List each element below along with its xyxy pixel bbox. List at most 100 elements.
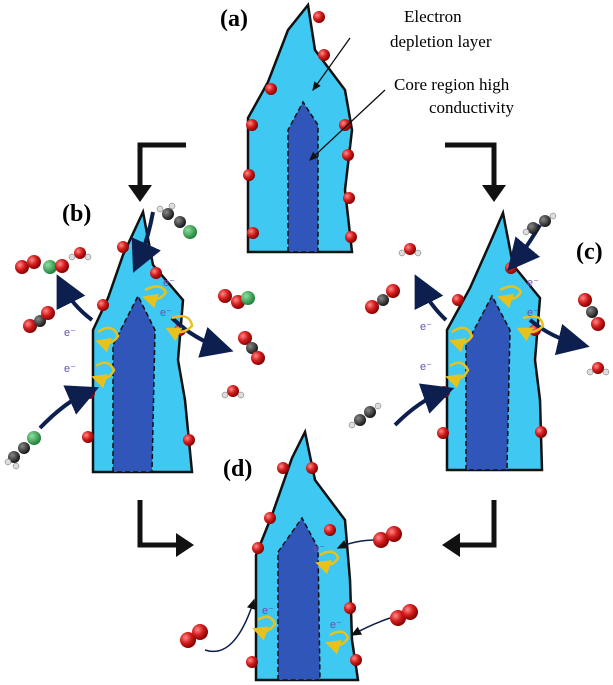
oxygen-ion <box>350 654 362 666</box>
electron-label: e⁻ <box>330 619 342 631</box>
electron-curl-arrow <box>252 615 277 641</box>
nanorod-core-a <box>287 100 319 253</box>
electron-curls <box>91 285 194 389</box>
electron-curl-arrow <box>445 361 470 389</box>
panel-d: e⁻ e⁻ e⁻ (d) <box>180 428 418 682</box>
electron-curl-arrow <box>91 361 116 389</box>
oxygen-ion <box>505 262 517 274</box>
depletion-label-line2: depletion layer <box>390 32 492 51</box>
electron-label: e⁻ <box>64 363 76 375</box>
hydrocarbon-molecule <box>522 212 557 236</box>
nanorod-core-d <box>277 516 321 681</box>
oxygen-ion <box>339 119 351 131</box>
reaction-arrow <box>204 598 256 653</box>
h2o-molecule <box>68 247 92 261</box>
electron-curl-arrow <box>497 285 523 309</box>
label-c: (c) <box>576 239 603 265</box>
depletion-label-line1: Electron <box>404 7 462 26</box>
reaction-arrow <box>336 539 377 549</box>
oxygen-ion <box>265 83 277 95</box>
hydrocarbon-molecule <box>156 202 197 239</box>
reaction-arrows <box>393 223 590 427</box>
nitrogen-oxide-molecule <box>43 259 69 274</box>
electron-label: e⁻ <box>527 277 539 289</box>
electron-curls <box>252 550 350 655</box>
o2-molecule <box>218 289 245 309</box>
panel-b: e⁻ e⁻ e⁻ e⁻ <box>4 201 265 474</box>
reaction-arrows <box>38 211 234 430</box>
electron-curl-arrow <box>449 326 474 353</box>
oxygen-ion <box>264 512 276 524</box>
oxygen-ion <box>150 267 162 279</box>
oxygen-ion <box>117 241 129 253</box>
core-label-line2: conductivity <box>429 98 514 117</box>
electron-curl-arrow <box>165 315 194 342</box>
co2-molecule <box>238 331 265 365</box>
oxygen-ion <box>183 434 195 446</box>
depletion-pointer <box>312 37 351 92</box>
hydrocarbon-molecule <box>348 402 382 429</box>
adsorbed-oxygen-group <box>246 462 362 668</box>
label-d: (d) <box>223 456 252 482</box>
oxygen-ion <box>342 149 354 161</box>
oxygen-ion <box>437 427 449 439</box>
oxygen-ion <box>246 656 258 668</box>
arrow-c-to-d <box>456 500 497 548</box>
h2o-molecule <box>398 243 422 257</box>
electron-curl-arrow <box>142 285 168 309</box>
panel-c: e⁻ e⁻ e⁻ e⁻ (c) <box>348 208 610 472</box>
h2o-molecule <box>221 385 245 399</box>
co-molecule <box>365 284 400 314</box>
electron-curl-arrow <box>516 315 545 342</box>
electron-label: e⁻ <box>262 605 274 617</box>
nitrogen-oxide-molecule <box>241 291 255 305</box>
o2-molecule <box>15 255 41 274</box>
oxygen-ion <box>318 49 330 61</box>
oxygen-ion <box>247 227 259 239</box>
oxygen-ion <box>252 542 264 554</box>
reaction-arrow <box>350 617 391 636</box>
electron-label: e⁻ <box>313 543 325 555</box>
reaction-arrow <box>414 274 448 322</box>
h2o-molecule <box>586 362 610 376</box>
oxygen-ion <box>343 192 355 204</box>
electron-label: e⁻ <box>420 361 432 373</box>
electron-curl-arrow <box>315 550 340 575</box>
co-molecule <box>23 306 55 333</box>
oxygen-ion <box>306 462 318 474</box>
hydrocarbon-molecule <box>4 431 41 470</box>
co2-molecule <box>578 293 605 331</box>
o2-molecule <box>373 526 402 548</box>
oxygen-ion <box>243 169 255 181</box>
oxygen-ion <box>344 602 356 614</box>
oxygen-ion <box>246 119 258 131</box>
oxygen-ion <box>277 462 289 474</box>
core-label-line1: Core region high <box>394 75 510 94</box>
reaction-arrow <box>131 211 161 273</box>
electron-curl-arrow <box>95 326 120 353</box>
adsorbed-oxygen-group <box>243 11 357 243</box>
electron-label: e⁻ <box>420 321 432 333</box>
reaction-arrow <box>528 318 590 356</box>
o2-molecule <box>390 604 418 626</box>
flow-arrows <box>128 142 506 557</box>
label-a: (a) <box>220 6 248 32</box>
arrow-a-to-c <box>445 142 497 190</box>
electron-label: e⁻ <box>527 307 539 319</box>
label-b: (b) <box>62 201 91 227</box>
reaction-arrow <box>56 274 94 322</box>
oxygen-ion <box>313 11 325 23</box>
arrow-a-to-b <box>137 142 186 190</box>
reaction-arrow <box>38 385 100 430</box>
o2-molecule <box>180 624 208 648</box>
arrow-b-to-d <box>137 500 180 548</box>
panel-a: (a) Electron depletion layer Core region… <box>220 2 514 254</box>
electron-label: e⁻ <box>160 307 172 319</box>
core-pointer <box>309 89 386 161</box>
oxygen-ion <box>452 294 464 306</box>
reaction-arrow <box>170 316 234 358</box>
reaction-arrows <box>204 539 391 653</box>
oxygen-ion <box>535 426 547 438</box>
oxygen-ion <box>345 231 357 243</box>
